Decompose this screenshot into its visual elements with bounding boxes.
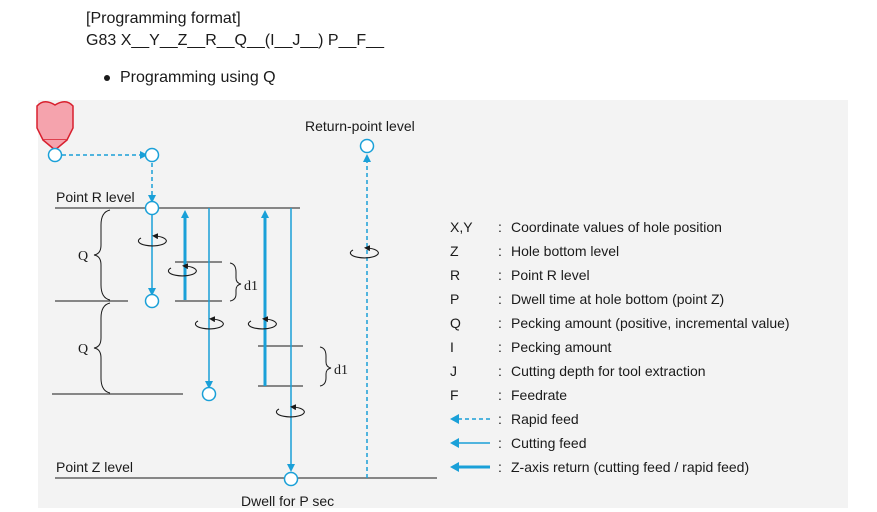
legend-key: J — [450, 363, 457, 379]
legend-colon: : — [498, 291, 502, 307]
legend-cutting-arrow-icon — [450, 438, 490, 448]
tool-icon — [36, 101, 74, 141]
d1-brace-2 — [319, 346, 332, 387]
bullet-text: Programming using Q — [120, 69, 276, 86]
legend-description: Pecking amount (positive, incremental va… — [511, 315, 790, 331]
spindle-rotation-icon — [137, 233, 379, 418]
bullet-dot-icon — [104, 75, 110, 81]
legend-colon: : — [498, 387, 502, 403]
legend-colon: : — [498, 363, 502, 379]
legend-key: R — [450, 267, 461, 283]
diagram-panel — [38, 100, 848, 508]
q1-label: Q — [78, 249, 88, 264]
point-r-position — [144, 200, 160, 216]
legend-key: Q — [450, 315, 461, 331]
legend-description: Dwell time at hole bottom (point Z) — [511, 291, 725, 307]
q2-brace — [93, 302, 111, 394]
legend-key: P — [450, 291, 460, 307]
legend-colon: : — [498, 219, 502, 235]
legend-description: Cutting depth for tool extraction — [511, 363, 706, 379]
format-heading: [Programming format] — [86, 10, 241, 27]
point-z-label: Point Z level — [56, 459, 133, 475]
return-point-position — [359, 138, 375, 154]
legend-colon: : — [498, 459, 502, 475]
bullet-item: Programming using Q — [104, 68, 276, 88]
legend-key: I — [450, 339, 454, 355]
initial-position — [144, 147, 160, 163]
legend-colon: : — [498, 315, 502, 331]
legend-description: Pecking amount — [511, 339, 612, 355]
legend-colon: : — [498, 411, 502, 427]
legend-return-arrow-icon — [450, 462, 490, 472]
d1-brace-1 — [229, 262, 242, 302]
legend-key: F — [450, 387, 459, 403]
point-r-label: Point R level — [56, 189, 135, 205]
legend-colon: : — [498, 435, 502, 451]
legend-description: Feedrate — [511, 387, 568, 403]
legend-colon: : — [498, 339, 502, 355]
legend-description: Coordinate values of hole position — [511, 219, 722, 235]
d1-label-2: d1 — [334, 363, 348, 378]
point-z-position — [283, 471, 299, 487]
q1-brace — [93, 209, 111, 301]
legend-description: Cutting feed — [511, 435, 587, 451]
tool-tip-position — [47, 147, 63, 163]
legend-key: Z — [450, 243, 459, 259]
format-code: G83 X__Y__Z__R__Q__(I__J__) P__F__ — [86, 32, 384, 49]
legend-description: Hole bottom level — [511, 243, 620, 259]
legend-key: X,Y — [450, 219, 473, 235]
return-point-label: Return-point level — [305, 118, 415, 134]
d1-label-1: d1 — [244, 279, 258, 294]
dwell-label: Dwell for P sec — [241, 493, 334, 509]
legend-description: Rapid feed — [511, 411, 579, 427]
legend-rapid-arrow-icon — [450, 414, 490, 424]
legend-description: Point R level — [511, 267, 590, 283]
legend-colon: : — [498, 267, 502, 283]
peck2-bottom-position — [201, 386, 217, 402]
q2-label: Q — [78, 342, 88, 357]
peck1-bottom-position — [144, 293, 160, 309]
legend-colon: : — [498, 243, 502, 259]
legend-description: Z-axis return (cutting feed / rapid feed… — [511, 459, 750, 475]
